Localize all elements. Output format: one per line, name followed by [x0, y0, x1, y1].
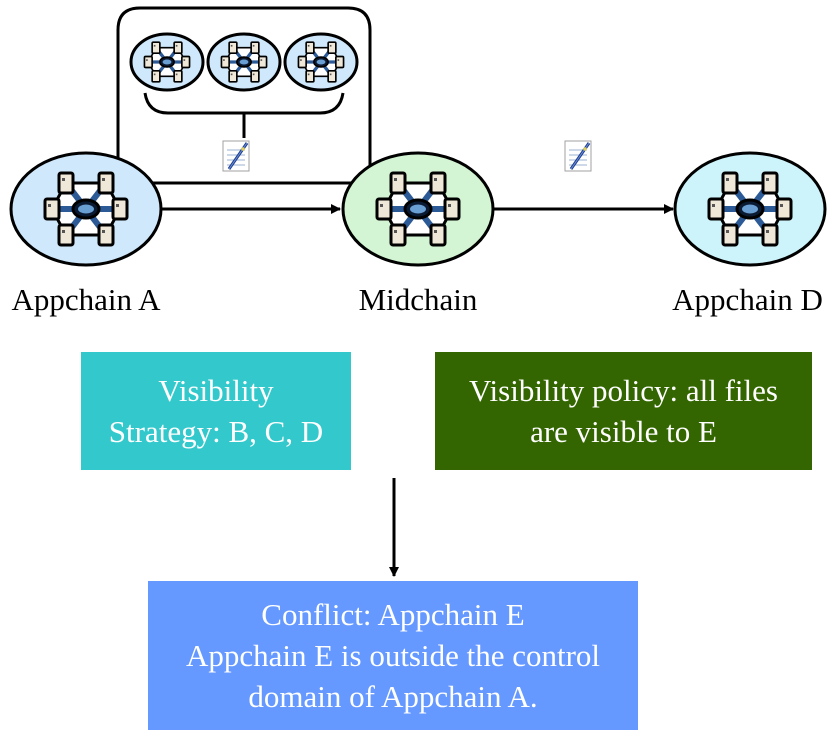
- box-line: domain of Appchain A.: [248, 679, 538, 714]
- box-line: Visibility policy: all files: [469, 373, 778, 408]
- group-brace: [143, 92, 345, 115]
- visibility-strategy-box: Visibility Strategy: B, C, D: [81, 352, 351, 470]
- group-chain-1[interactable]: [129, 32, 205, 92]
- box-line: Visibility: [158, 373, 274, 408]
- visibility-policy-box: Visibility policy: all files are visible…: [435, 352, 812, 470]
- conflict-box: Conflict: Appchain E Appchain E is outsi…: [148, 581, 638, 730]
- box-line: Appchain E is outside the control: [185, 638, 601, 673]
- group-chain-3[interactable]: [283, 32, 359, 92]
- node-appchain-d[interactable]: [673, 151, 827, 267]
- box-line: Conflict: Appchain E: [261, 597, 525, 632]
- appchain-d-label: Appchain D: [672, 282, 823, 317]
- appchain-a-label: Appchain A: [11, 282, 161, 317]
- box-line: Strategy: B, C, D: [108, 414, 324, 449]
- document-pen-icon: [221, 139, 251, 173]
- group-container: [116, 6, 372, 185]
- group-chain-2[interactable]: [206, 32, 282, 92]
- box-line: are visible to E: [530, 414, 717, 449]
- midchain-label: Midchain: [358, 282, 478, 317]
- document-pen-icon: [563, 139, 593, 173]
- node-appchain-a[interactable]: [9, 151, 163, 267]
- node-midchain[interactable]: [341, 151, 495, 267]
